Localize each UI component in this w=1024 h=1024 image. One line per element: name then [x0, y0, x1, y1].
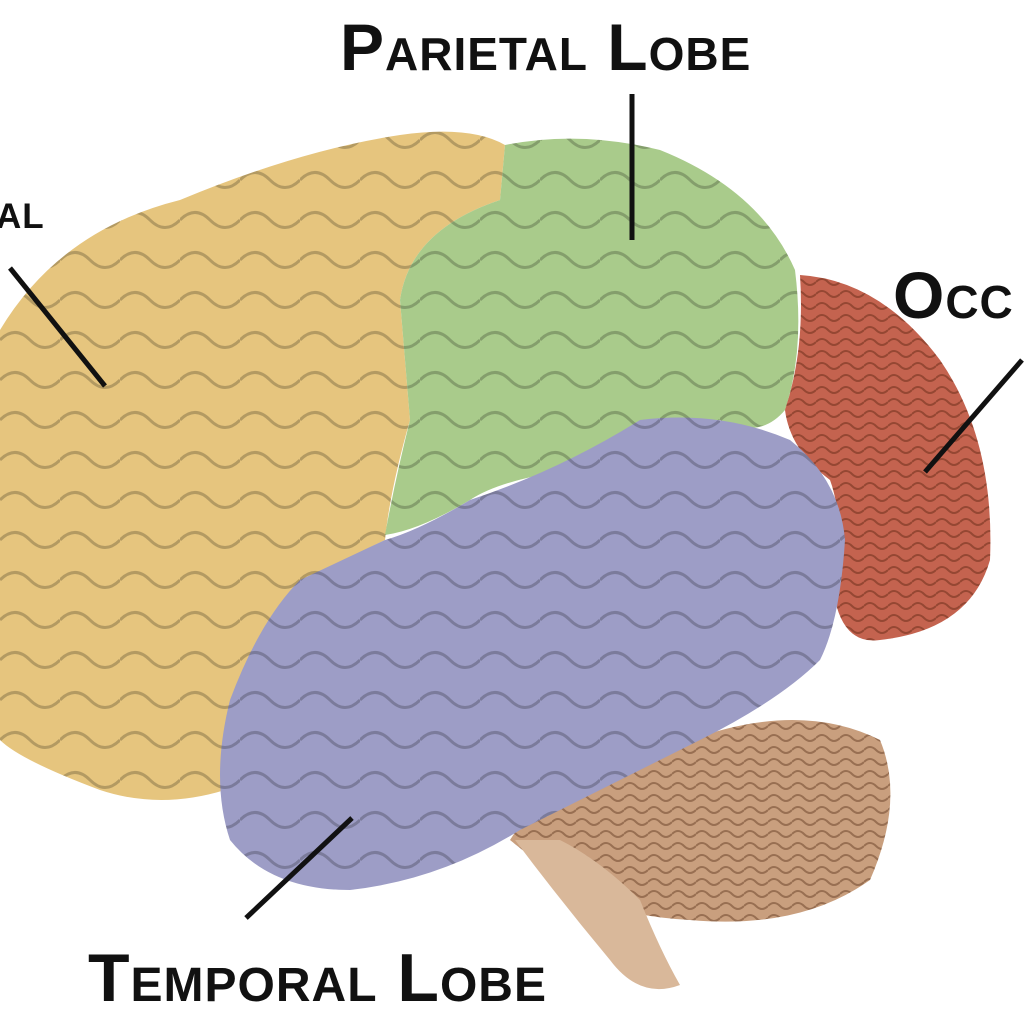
frontal-lobe-label: al	[0, 183, 45, 239]
occipital-leader-line	[923, 358, 1024, 474]
temporal-lobe-label: Temporal Lobe	[88, 940, 547, 1016]
occipital-lobe	[785, 275, 991, 641]
occipital-lobe-label: Occ	[893, 258, 1014, 332]
temporal-lobe	[220, 417, 845, 890]
parietal-lobe-label: Parietal Lobe	[340, 10, 752, 84]
brainstem	[515, 840, 680, 990]
parietal-lobe	[385, 138, 799, 536]
frontal-leader-line	[8, 266, 107, 388]
temporal-leader-line	[244, 816, 354, 920]
frontal-lobe	[0, 131, 505, 800]
